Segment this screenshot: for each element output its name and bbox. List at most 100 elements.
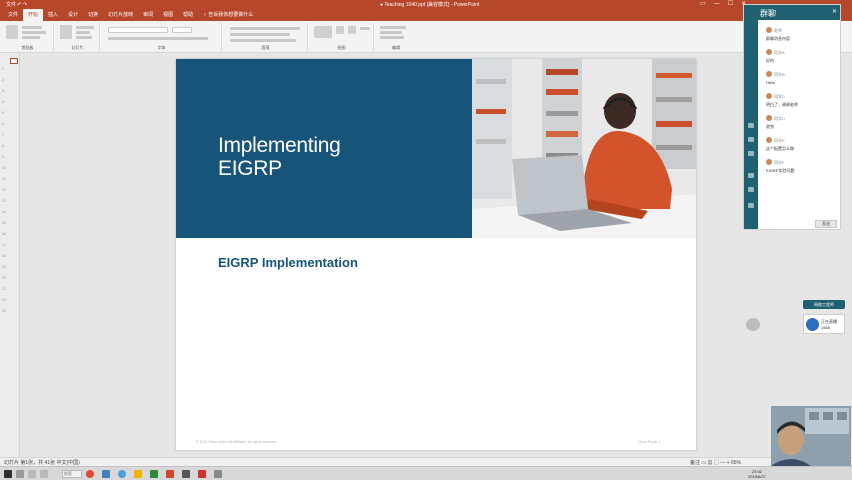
tab-view[interactable]: 视图 — [163, 12, 174, 18]
rail-icon-1[interactable] — [748, 123, 754, 128]
video-icon[interactable] — [198, 470, 206, 478]
chat-avatar[interactable] — [766, 71, 772, 77]
settings-icon[interactable] — [214, 470, 222, 478]
live-status: 正在直播 — [821, 319, 837, 324]
browser-icon[interactable] — [86, 470, 94, 478]
ruler-number: 18 — [2, 254, 6, 258]
ruler-number: 12 — [2, 188, 6, 192]
slide-title[interactable]: Implementing EIGRP — [218, 134, 341, 180]
title-bar: 文件 ↶ ↷ ● Teaching 1040.ppt [兼容模式] - Powe… — [0, 0, 852, 9]
rail-icon-4[interactable] — [748, 173, 754, 178]
powerpoint-taskbar-icon[interactable] — [166, 470, 174, 478]
chat-username: 同学D — [774, 116, 785, 121]
rail-icon-5[interactable] — [748, 187, 754, 192]
ruler-number: 9 — [2, 155, 4, 159]
maximize-button[interactable]: ☐ — [727, 1, 734, 7]
tab-review[interactable]: 审阅 — [143, 12, 154, 18]
window-controls: ▭ — ☐ ✕ — [700, 0, 746, 9]
start-icon[interactable] — [4, 470, 12, 478]
group-label-paragraph: 段落 — [261, 45, 270, 50]
live-badge[interactable]: 网络工程师 — [803, 300, 845, 309]
chat-sidebar — [744, 5, 758, 229]
webcam-feed-image — [771, 406, 851, 466]
ribbon-tabs: 文件 开始 插入 设计 切换 幻灯片放映 审阅 视图 帮助 ♀ 告诉我你想要做什… — [0, 9, 852, 21]
status-view-controls[interactable]: 备注 ▭ ▦ ▢ — + 65% — [690, 460, 741, 466]
tab-slideshow[interactable]: 幻灯片放映 — [108, 12, 134, 18]
group-editing: 编辑 — [376, 23, 416, 51]
qq-icon[interactable] — [118, 470, 126, 478]
ribbon-display-button[interactable]: ▭ — [700, 1, 706, 7]
tab-design[interactable]: 设计 — [68, 12, 79, 18]
live-viewer-count: 1568 — [821, 325, 830, 330]
new-slide-button[interactable] — [60, 25, 72, 39]
chat-title: 群聊 — [760, 9, 776, 18]
wechat-icon[interactable] — [150, 470, 158, 478]
minimize-button[interactable]: — — [713, 1, 720, 7]
group-label-font: 字体 — [157, 45, 166, 50]
ruler-number: 10 — [2, 166, 6, 170]
live-logo-icon — [806, 318, 819, 331]
live-viewer-card[interactable]: 正在直播 1568 — [803, 314, 845, 334]
slide-footer: © 2013 Cisco and/or its affiliates. All … — [196, 440, 277, 444]
chat-avatar[interactable] — [766, 115, 772, 121]
ruler-number: 17 — [2, 243, 6, 247]
chat-message-text: 收到 — [766, 124, 774, 129]
task-view-icon[interactable] — [16, 470, 24, 478]
group-label-slides: 幻灯片 — [71, 45, 84, 50]
ruler-number: 20 — [2, 276, 6, 280]
folder-icon[interactable] — [134, 470, 142, 478]
clock-date: 2019/6/27 — [748, 474, 766, 479]
chat-avatar[interactable] — [766, 159, 772, 165]
clock-time: 23:52 — [751, 469, 762, 474]
tab-home[interactable]: 开始 — [23, 9, 44, 21]
chat-header: 群聊 ✕ — [758, 5, 840, 20]
rail-icon-2[interactable] — [748, 137, 754, 142]
chat-avatar[interactable] — [766, 49, 772, 55]
quick-access-toolbar[interactable]: 文件 ↶ ↷ — [6, 2, 28, 8]
chat-avatar[interactable] — [766, 137, 772, 143]
chat-send-button[interactable]: 发送 — [815, 220, 837, 228]
ruler-number: 21 — [2, 287, 6, 291]
student-laptop-image — [472, 59, 696, 238]
taskbar-search-input[interactable]: 搜索 — [62, 470, 82, 478]
slide-title-line-2: EIGRP — [218, 157, 282, 180]
title-panel: Implementing EIGRP — [176, 59, 472, 238]
ruler-number: 3 — [2, 89, 4, 93]
slide-thumbnail[interactable] — [10, 58, 18, 64]
rail-icon-6[interactable] — [748, 203, 754, 208]
floating-bubble-icon[interactable] — [746, 318, 760, 331]
arrange-button[interactable] — [336, 26, 344, 34]
chat-avatar[interactable] — [766, 93, 772, 99]
tab-file[interactable]: 文件 — [8, 12, 19, 18]
chat-username: 同学A — [774, 50, 785, 55]
ruler-number: 11 — [2, 177, 6, 181]
tab-transitions[interactable]: 切换 — [88, 12, 99, 18]
mail-icon[interactable] — [102, 470, 110, 478]
chat-username: 同学B — [774, 72, 785, 77]
app-icon[interactable] — [40, 470, 48, 478]
chat-username: 同学E — [774, 138, 785, 143]
quick-styles-button[interactable] — [348, 26, 356, 34]
chat-username: 老师 — [774, 28, 782, 33]
tab-insert[interactable]: 插入 — [48, 12, 59, 18]
ruler-number: 15 — [2, 221, 6, 225]
group-label-drawing: 绘图 — [337, 45, 346, 50]
group-font: 字体 — [102, 23, 222, 51]
ruler-number: 19 — [2, 265, 6, 269]
ruler-number: 13 — [2, 199, 6, 203]
chat-message-text: EIGRP实验问题 — [766, 168, 795, 173]
tab-help[interactable]: 帮助 — [183, 12, 194, 18]
tell-me-search[interactable]: ♀ 告诉我你想要做什么 — [203, 12, 254, 18]
rail-icon-3[interactable] — [748, 151, 754, 156]
terminal-icon[interactable] — [182, 470, 190, 478]
cortana-icon[interactable] — [28, 470, 36, 478]
slide-canvas[interactable]: Implementing EIGRP — [176, 59, 696, 450]
taskbar-clock[interactable]: 23:52 2019/6/27 — [748, 469, 766, 479]
shapes-gallery[interactable] — [314, 26, 332, 38]
slide-subtitle[interactable]: EIGRP Implementation — [218, 255, 358, 270]
chat-close-icon[interactable]: ✕ — [831, 9, 837, 15]
ruler-number: 8 — [2, 144, 4, 148]
paste-button[interactable] — [6, 25, 18, 39]
chat-avatar[interactable] — [766, 27, 772, 33]
